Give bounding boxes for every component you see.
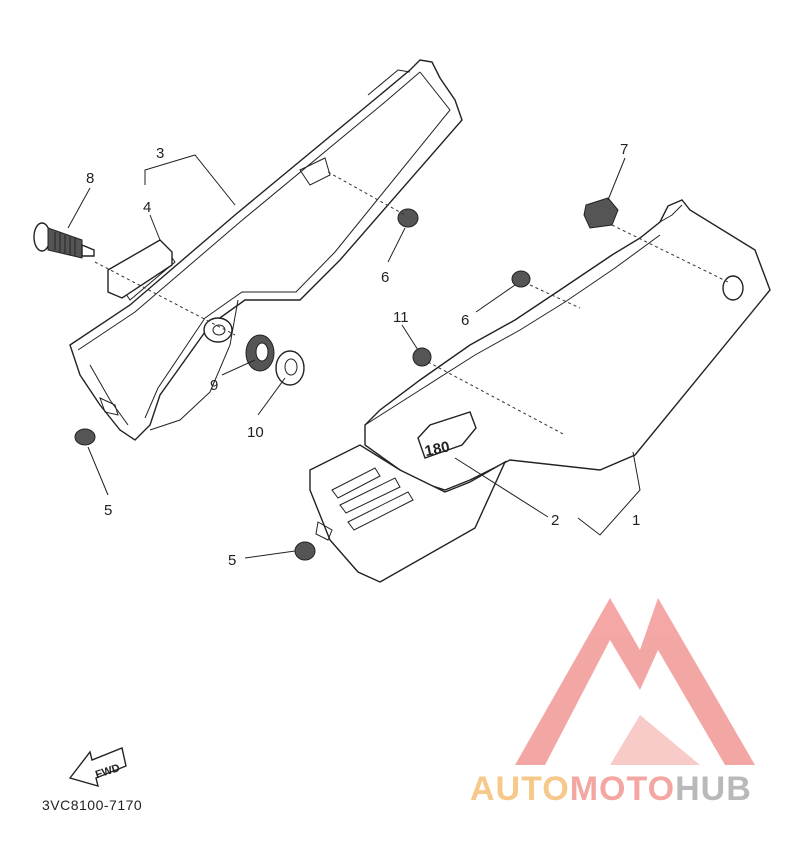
leader-4 xyxy=(149,214,161,241)
grommet-5-left xyxy=(74,428,96,446)
leader-10 xyxy=(257,377,286,416)
callout-4: 4 xyxy=(143,199,151,216)
leader-7 xyxy=(607,157,626,201)
leader-8 xyxy=(67,187,91,229)
grommet-6-left xyxy=(397,208,419,228)
grommet-5-right xyxy=(294,521,333,561)
grommet-6-right xyxy=(511,270,531,288)
leader-2 xyxy=(454,457,549,518)
right-side-cover xyxy=(309,199,771,583)
brand-part-moto: MOTO xyxy=(569,770,676,808)
leader-1 xyxy=(577,451,641,536)
leader-5a xyxy=(87,446,109,496)
grommet-9 xyxy=(245,334,275,372)
assembly-line-4 xyxy=(427,361,566,436)
watermark-brand-text: AUTOMOTOHUB xyxy=(470,770,752,809)
leader-6a xyxy=(387,227,406,263)
callout-1: 1 xyxy=(632,512,640,529)
callout-2: 2 xyxy=(551,512,559,529)
leader-3 xyxy=(144,154,236,206)
callout-10: 10 xyxy=(247,424,264,441)
clip-7 xyxy=(583,197,619,229)
callout-5b: 5 xyxy=(228,552,236,569)
callout-3: 3 xyxy=(156,145,164,162)
assembly-line-2 xyxy=(327,171,406,216)
callout-5a: 5 xyxy=(104,502,112,519)
callout-7: 7 xyxy=(620,141,628,158)
watermark-logo-icon xyxy=(515,598,755,765)
leader-11 xyxy=(401,324,419,351)
screw-part xyxy=(33,222,95,259)
diagram-part-number: 3VC8100-7170 xyxy=(42,797,143,813)
callout-6b: 6 xyxy=(461,312,469,329)
leader-6b xyxy=(475,284,516,313)
assembly-line-1 xyxy=(94,261,236,336)
emblem-text: 180 xyxy=(423,438,451,460)
brand-part-hub: HUB xyxy=(675,770,752,808)
washer-10 xyxy=(275,350,305,386)
grommet-11 xyxy=(412,347,432,367)
left-side-cover xyxy=(69,59,463,441)
callout-11: 11 xyxy=(393,309,409,326)
fwd-arrow-icon: FWD xyxy=(68,747,127,788)
brand-part-auto: AUTO xyxy=(470,770,570,808)
callout-9: 9 xyxy=(210,377,218,394)
leader-9 xyxy=(221,359,256,376)
leader-5b xyxy=(244,550,296,559)
boss-left xyxy=(203,317,233,343)
emblem-180: 180 xyxy=(417,411,477,460)
callout-6a: 6 xyxy=(381,269,389,286)
callout-8: 8 xyxy=(86,170,94,187)
